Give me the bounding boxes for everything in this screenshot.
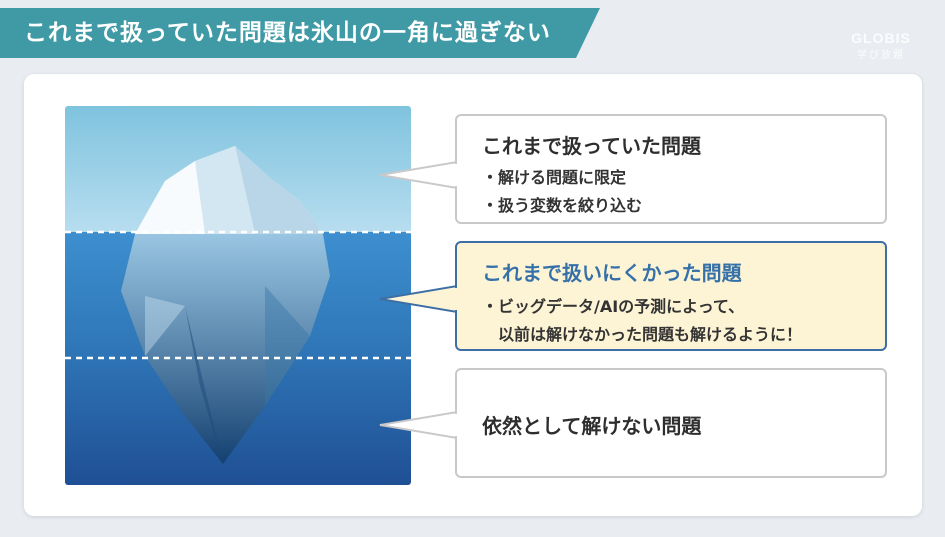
iceberg-svg (65, 106, 411, 485)
callout-bullet: ・解ける問題に限定 (482, 168, 627, 187)
iceberg-underwater (121, 234, 330, 464)
callout-bullet: ・扱う変数を絞り込む (482, 196, 643, 215)
iceberg-facet (185, 306, 223, 464)
callout-title: これまで扱いにくかった問題 (482, 261, 742, 285)
logo-line1: GLOBIS (851, 30, 911, 46)
logo-line2: 学び放題 (857, 50, 905, 61)
callout-pointer-mask-1 (454, 164, 460, 186)
callout-newly-solvable: これまで扱いにくかった問題 ・ビッグデータ/AIの予測によって、 以前は解けなか… (455, 241, 887, 351)
globis-logo: GLOBIS 学び放題 (849, 30, 913, 61)
page-title: これまで扱っていた問題は氷山の一角に過ぎない (24, 20, 551, 46)
callout-bullet: ・ビッグデータ/AIの予測によって、 (482, 297, 745, 316)
iceberg-facet (135, 161, 205, 234)
callout-title: これまで扱っていた問題 (482, 134, 701, 158)
callout-pointer-3 (379, 410, 458, 440)
iceberg-facet (265, 286, 310, 406)
callout-current-problems: これまで扱っていた問題 ・解ける問題に限定 ・扱う変数を絞り込む (455, 114, 887, 224)
iceberg-illustration (65, 106, 411, 485)
iceberg-facet (195, 146, 255, 234)
callout-pointer-mask-3 (454, 414, 460, 436)
callout-pointer-mask-2 (454, 288, 460, 310)
callout-title: 依然として解けない問題 (482, 414, 702, 438)
callout-pointer-1 (379, 160, 458, 190)
iceberg-facet (145, 296, 185, 356)
iceberg-facet (235, 146, 323, 234)
callout-unsolvable: 依然として解けない問題 (455, 368, 887, 478)
title-banner (0, 8, 600, 58)
callout-pointer-2 (379, 284, 458, 314)
callout-bullet: 以前は解けなかった問題も解けるように！ (482, 325, 803, 344)
